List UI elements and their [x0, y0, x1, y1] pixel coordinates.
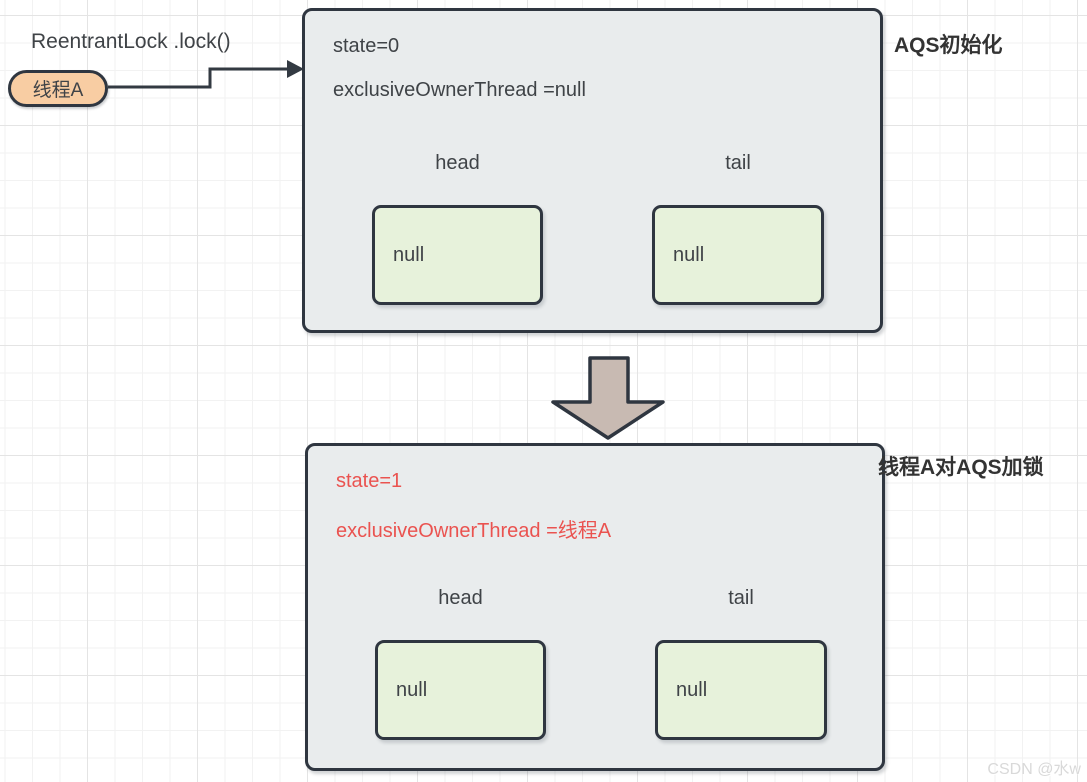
tail-node-box: null	[655, 640, 827, 740]
tail-pointer-label: tail	[725, 152, 751, 174]
head-node-value: null	[396, 678, 428, 701]
tail-node-value: null	[676, 678, 708, 701]
head-node-value: null	[393, 243, 425, 266]
thread-a-node: 线程A	[8, 70, 108, 107]
state-value: state=1	[336, 470, 403, 492]
stage-title-locked: 线程A对AQS加锁	[878, 456, 1044, 479]
head-node-box: null	[372, 205, 543, 305]
state-value: state=0	[333, 35, 400, 57]
aqs-box-locked: state=1 exclusiveOwnerThread =线程A head t…	[305, 443, 885, 771]
head-pointer-label: head	[435, 152, 480, 174]
head-pointer-label: head	[438, 587, 483, 609]
watermark: CSDN @水w	[987, 761, 1081, 778]
transition-down-arrow-icon	[551, 356, 665, 440]
owner-value: exclusiveOwnerThread =线程A	[336, 520, 612, 542]
tail-node-box: null	[652, 205, 824, 305]
tail-node-value: null	[673, 243, 705, 266]
stage-title-initial: AQS初始化	[894, 34, 1003, 57]
tail-pointer-label: tail	[728, 587, 754, 609]
method-call-label: ReentrantLock .lock()	[31, 30, 231, 53]
lock-call-arrow-line	[108, 67, 288, 89]
aqs-box-initial: state=0 exclusiveOwnerThread =null head …	[302, 8, 883, 333]
thread-a-label: 线程A	[32, 80, 84, 101]
owner-value: exclusiveOwnerThread =null	[333, 79, 586, 101]
head-node-box: null	[375, 640, 546, 740]
